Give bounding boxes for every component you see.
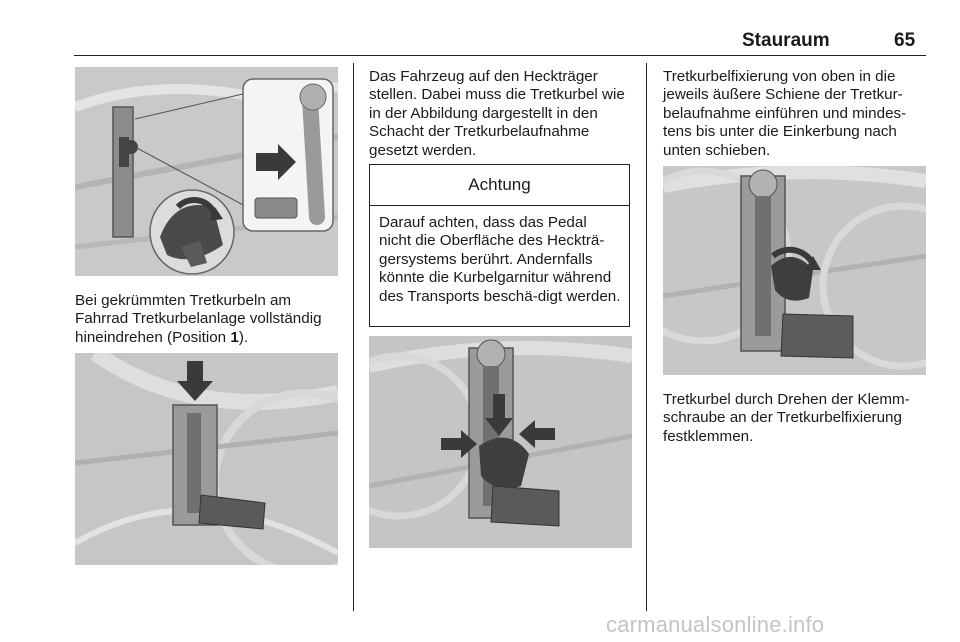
warning-title: Achtung	[370, 165, 629, 206]
col2-paragraph: Das Fahrzeug auf den Heckträger stellen.…	[369, 68, 625, 159]
illustration-crank-retract	[75, 67, 338, 276]
column-divider-right	[646, 63, 647, 611]
page-number: 65	[894, 30, 916, 51]
warning-box: Achtung Darauf achten, dass das Pedal ni…	[369, 164, 630, 327]
illustration-crank-clamp	[663, 166, 926, 375]
section-title: Stauraum	[742, 30, 830, 51]
col3-paragraph-2: Tretkurbel durch Drehen der Klemm-schrau…	[663, 391, 910, 445]
header-rule	[74, 55, 926, 56]
col3-paragraph-1: Tretkurbelfixierung von oben in die jewe…	[663, 68, 907, 159]
illustration-crank-insert	[75, 353, 338, 565]
watermark: carmanualsonline.info	[606, 612, 825, 637]
column-divider-left	[353, 63, 354, 611]
illustration-crank-fixation-arrows	[369, 336, 632, 548]
col1-paragraph: Bei gekrümmten Tretkurbeln am Fahrrad Tr…	[75, 292, 322, 346]
warning-text: Darauf achten, dass das Pedal nicht die …	[379, 214, 621, 305]
